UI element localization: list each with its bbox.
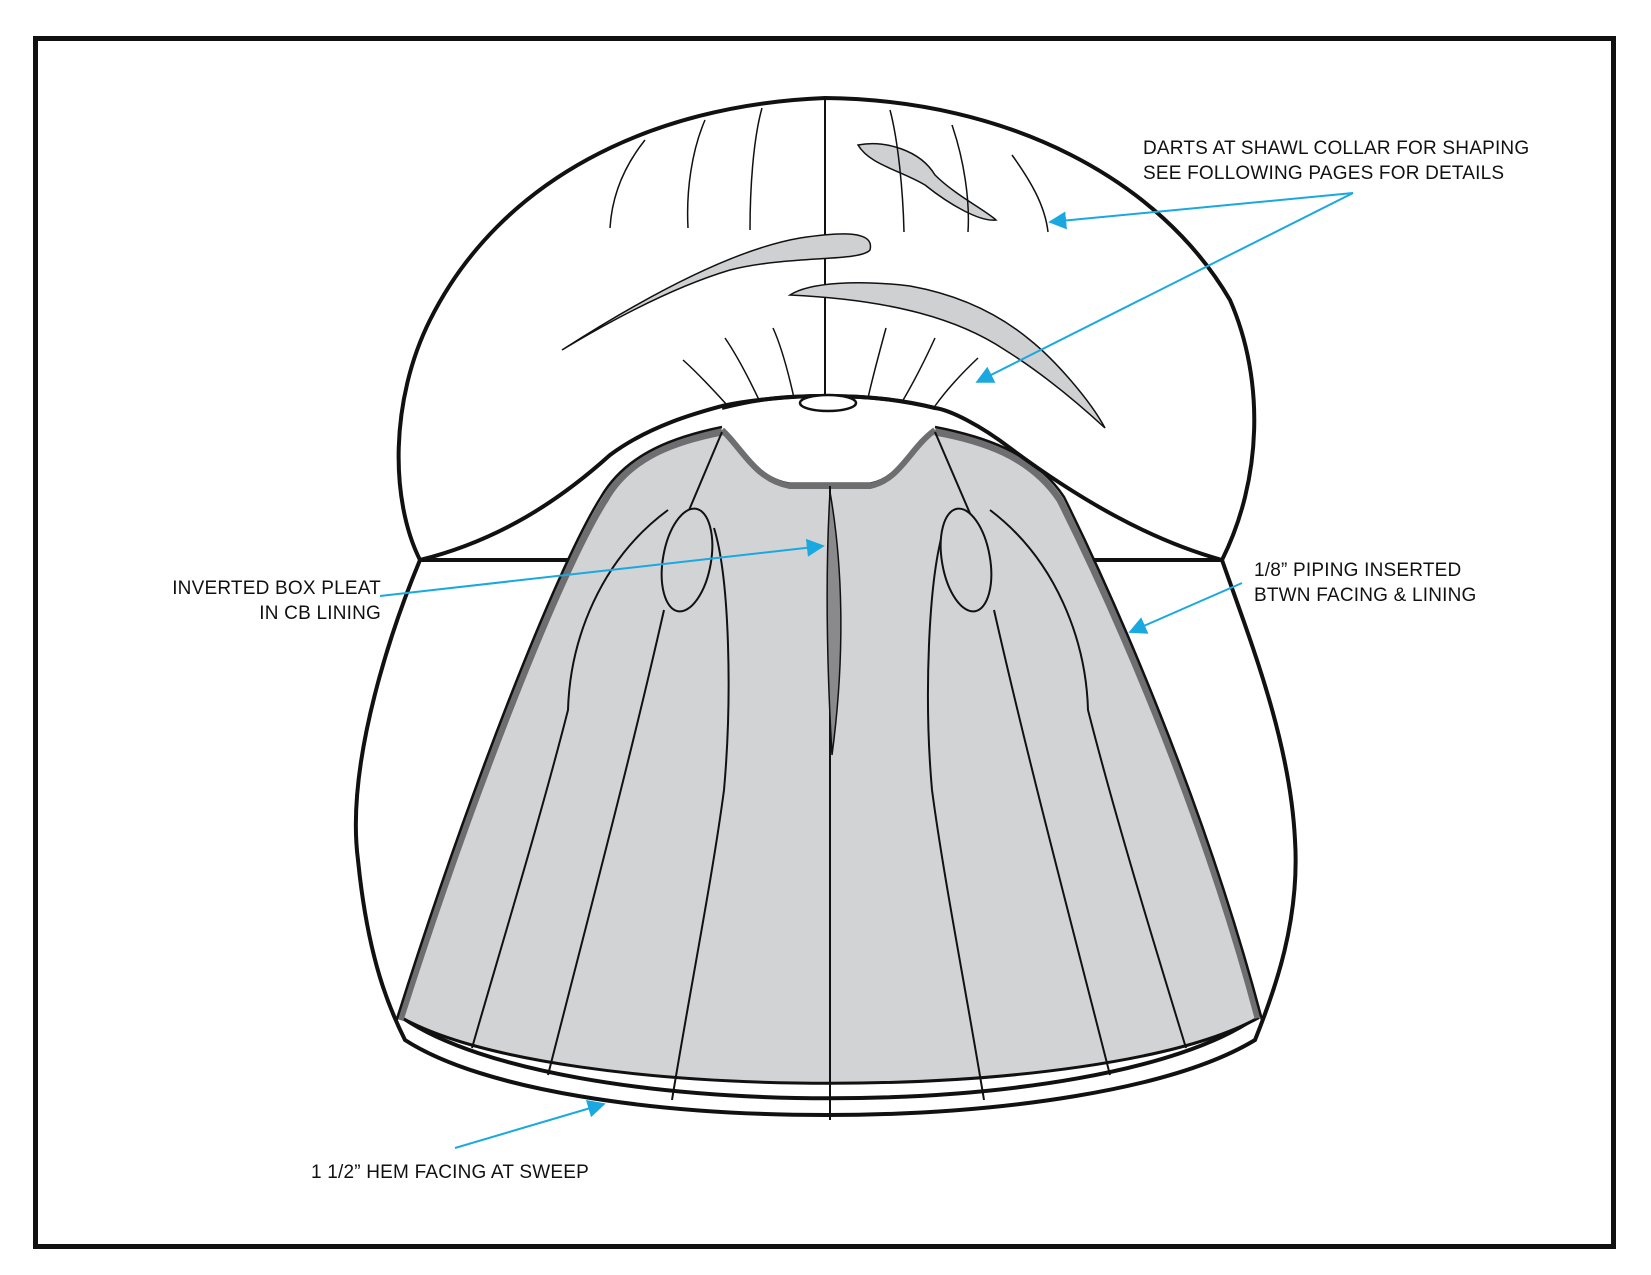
- seam-right-2: [993, 609, 1111, 1076]
- seam-left-3: [671, 527, 730, 1101]
- piping-annotation-line-2: BTWN FACING & LINING: [1254, 585, 1477, 606]
- roll-line: [609, 139, 646, 229]
- piping-annotation-line-1: 1/8” PIPING INSERTED: [1254, 560, 1462, 581]
- roll-line: [1011, 154, 1049, 233]
- shoulder-pad-right: [939, 507, 993, 613]
- callout-pleat-line: [379, 538, 825, 597]
- callout-piping-line: [1128, 582, 1243, 634]
- drawing-frame: [33, 36, 1616, 1249]
- roll-line: [901, 337, 936, 403]
- roll-line: [686, 119, 706, 229]
- roll-line: [682, 359, 729, 407]
- roll-line: [724, 337, 761, 403]
- collar-dart-right-lower: [787, 282, 1106, 429]
- hem-annotation-text: 1 1/2” HEM FACING AT SWEEP: [311, 1162, 589, 1183]
- box-pleat-annotation: INVERTED BOX PLEAT IN CB LINING: [160, 576, 381, 626]
- roll-line: [951, 124, 970, 233]
- callout-darts-lower-line: [975, 192, 1354, 383]
- callout-darts-upper-line: [1048, 192, 1354, 230]
- seam-right-3: [927, 527, 985, 1101]
- darts-annotation-line-1: DARTS AT SHAWL COLLAR FOR SHAPING: [1143, 138, 1530, 159]
- box-pleat-annotation-line-2: IN CB LINING: [259, 603, 381, 624]
- hem-annotation: 1 1/2” HEM FACING AT SWEEP: [311, 1160, 589, 1185]
- roll-line: [867, 327, 887, 399]
- hanger-loop: [798, 393, 858, 413]
- piping-annotation: 1/8” PIPING INSERTED BTWN FACING & LININ…: [1254, 558, 1477, 608]
- collar-roll-lines: [609, 107, 1049, 407]
- piping-left-edge: [394, 425, 723, 1023]
- piping-right-edge: [934, 425, 1264, 1021]
- callout-hem-line: [454, 1099, 606, 1149]
- shoulder-pad-left: [660, 507, 714, 613]
- seam-right-1: [989, 509, 1187, 1049]
- roll-line: [934, 357, 979, 407]
- piping-right: [934, 428, 1262, 1019]
- inverted-box-pleat: [826, 491, 842, 756]
- darts-annotation-line-2: SEE FOLLOWING PAGES FOR DETAILS: [1143, 163, 1505, 184]
- piping-left: [396, 428, 723, 1022]
- roll-line: [889, 109, 905, 233]
- roll-line: [772, 327, 795, 399]
- shawl-collar: [396, 95, 1257, 563]
- roll-line: [749, 107, 763, 231]
- darts-annotation: DARTS AT SHAWL COLLAR FOR SHAPING SEE FO…: [1143, 136, 1529, 186]
- collar-dart-left: [561, 233, 872, 351]
- seam-left-2: [547, 609, 665, 1076]
- callout-lines: [379, 192, 1354, 1149]
- box-pleat-annotation-line-1: INVERTED BOX PLEAT: [172, 578, 381, 599]
